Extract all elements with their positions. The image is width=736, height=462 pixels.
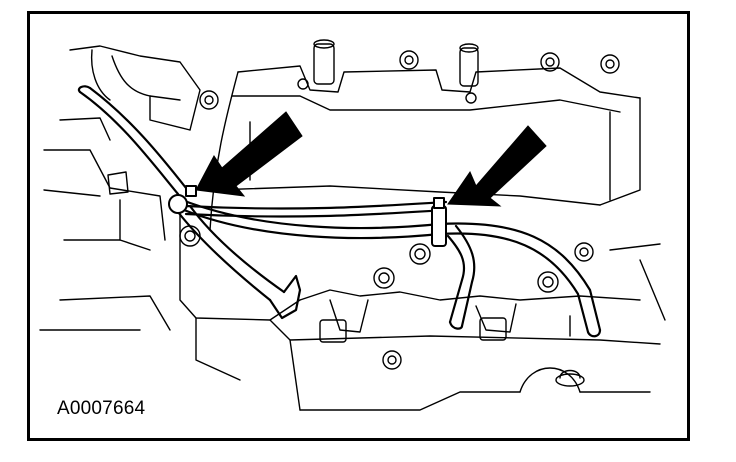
block-bolts: [179, 225, 594, 387]
arrow-right-connector: [447, 125, 547, 207]
hose-connectors: [168, 185, 447, 247]
figure-id-label: A0007664: [57, 398, 146, 419]
vacuum-hoses: [77, 85, 602, 338]
lower-block: [179, 213, 666, 411]
illustration-frame: [27, 11, 690, 441]
left-brackets: [39, 45, 201, 331]
top-studs: [199, 39, 620, 110]
pointer-arrows: [195, 111, 547, 207]
arrow-left-connector: [195, 111, 303, 197]
elbow-hose: [176, 204, 302, 320]
